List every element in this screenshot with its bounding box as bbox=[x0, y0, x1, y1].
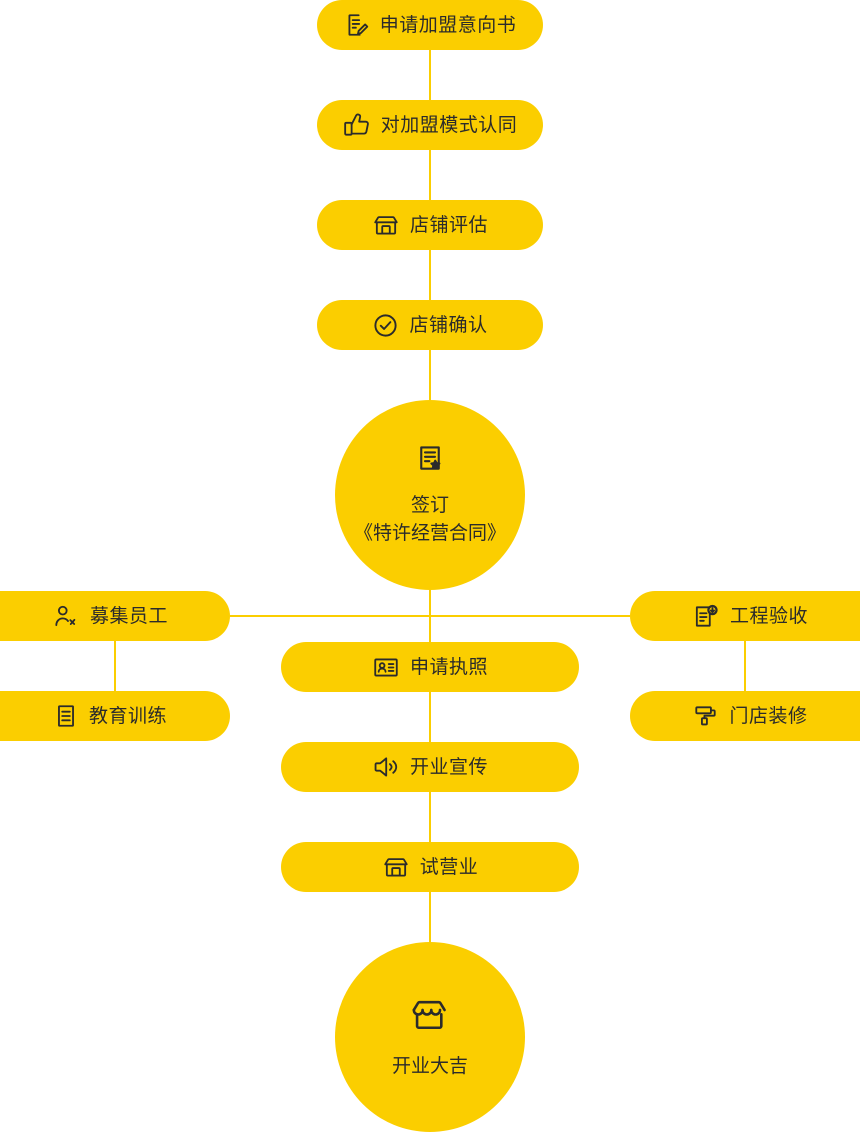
connector-agree-evaluate bbox=[429, 150, 431, 200]
node-label: 开业大吉 bbox=[391, 1055, 468, 1077]
connector-confirm-contract bbox=[429, 350, 431, 400]
node-grand-opening[interactable]: 开业大吉 bbox=[335, 942, 525, 1132]
node-sign-franchise-contract[interactable]: 签订 《特许经营合同》 bbox=[335, 400, 525, 590]
paint-roller-icon bbox=[692, 703, 719, 729]
node-opening-promotion[interactable]: 开业宣传 bbox=[281, 742, 579, 792]
connector-acceptance-decoration bbox=[744, 641, 746, 691]
node-label: 开业宣传 bbox=[409, 756, 488, 778]
check-circle-icon bbox=[372, 312, 399, 339]
document-edit-icon bbox=[344, 12, 370, 38]
contract-label-line1: 签订 bbox=[410, 494, 449, 516]
node-education-training[interactable]: 教育训练 bbox=[0, 691, 230, 741]
node-label: 募集员工 bbox=[89, 605, 168, 627]
node-label: 教育训练 bbox=[88, 705, 167, 727]
node-label: 工程验收 bbox=[729, 605, 808, 627]
thumbs-up-icon bbox=[343, 112, 371, 138]
node-apply-intent[interactable]: 申请加盟意向书 bbox=[317, 0, 543, 50]
speaker-icon bbox=[372, 754, 400, 780]
node-label: 申请加盟意向书 bbox=[379, 14, 517, 36]
connector-license-promo bbox=[429, 692, 431, 742]
book-list-icon bbox=[53, 703, 79, 729]
connector-promo-trial bbox=[429, 792, 431, 842]
connector-recruit-training bbox=[114, 641, 116, 691]
document-check-icon bbox=[692, 603, 720, 630]
node-label: 店铺评估 bbox=[409, 214, 488, 236]
shop-open-icon bbox=[409, 994, 451, 1039]
node-label: 签订 《特许经营合同》 bbox=[354, 492, 506, 547]
connector-branch-horizontal bbox=[230, 615, 630, 617]
connector-intent-agree bbox=[429, 50, 431, 100]
contract-label-line2: 《特许经营合同》 bbox=[353, 522, 506, 544]
node-store-evaluation[interactable]: 店铺评估 bbox=[317, 200, 543, 250]
node-engineering-acceptance[interactable]: 工程验收 bbox=[630, 591, 860, 641]
connector-evaluate-confirm bbox=[429, 250, 431, 300]
node-label: 店铺确认 bbox=[409, 314, 488, 336]
storefront-icon bbox=[372, 212, 400, 238]
user-add-icon bbox=[52, 603, 80, 629]
node-label: 门店装修 bbox=[729, 705, 808, 727]
node-model-agreement[interactable]: 对加盟模式认同 bbox=[317, 100, 543, 150]
id-card-icon bbox=[372, 655, 400, 680]
node-label: 试营业 bbox=[419, 856, 479, 878]
node-label: 对加盟模式认同 bbox=[380, 114, 518, 136]
storefront-icon bbox=[382, 854, 410, 880]
connector-trial-opening bbox=[429, 892, 431, 942]
node-recruit-staff[interactable]: 募集员工 bbox=[0, 591, 230, 641]
contract-seal-icon bbox=[415, 443, 445, 478]
node-apply-license[interactable]: 申请执照 bbox=[281, 642, 579, 692]
node-label: 申请执照 bbox=[409, 656, 488, 678]
node-store-confirmation[interactable]: 店铺确认 bbox=[317, 300, 543, 350]
node-store-decoration[interactable]: 门店装修 bbox=[630, 691, 860, 741]
node-trial-operation[interactable]: 试营业 bbox=[281, 842, 579, 892]
